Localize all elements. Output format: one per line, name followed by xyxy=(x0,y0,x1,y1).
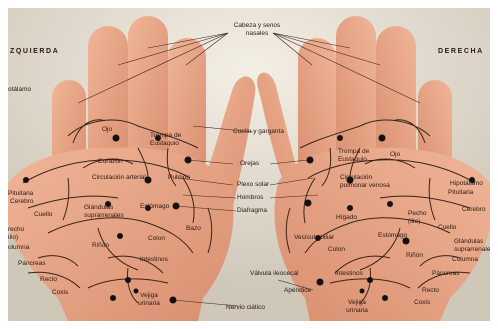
label-apendice: Apéndice xyxy=(284,287,311,295)
label-ojo-right: Ojo xyxy=(390,151,400,159)
label-colon-right: Colon xyxy=(328,246,345,254)
label-corazon: Corazón xyxy=(98,158,123,166)
label-cerebro-right: Cerebro xyxy=(462,206,485,214)
label-bazo: Bazo xyxy=(186,225,201,233)
label-recto-left: Recto xyxy=(40,276,57,284)
label-coxis-right: Coxis xyxy=(414,299,430,307)
label-higado: Hígado xyxy=(336,214,357,222)
label-valvula: Válvula ileocecal xyxy=(250,270,298,278)
label-talamo-left: otálamo xyxy=(8,86,31,94)
label-cuello-garganta: Cuello y garganta xyxy=(233,128,284,136)
label-hombros: Hombros xyxy=(237,194,263,202)
label-cabeza-senos: Cabeza y senos nasales xyxy=(230,22,284,37)
label-pecho-right: Pecho (ilio) xyxy=(408,210,430,225)
label-cuello-right: Cuello xyxy=(438,224,456,232)
label-colon-left: Colon xyxy=(148,235,165,243)
label-cuello-left: Cuello xyxy=(34,211,52,219)
label-estomago-left: Estómago xyxy=(140,203,169,211)
label-estomago-right: Estómago xyxy=(378,232,407,240)
label-ilio-left: ilio) xyxy=(8,234,18,242)
label-trompa-left: Trompa de Eustaquio xyxy=(150,132,190,147)
label-intestinos-left: Intestinos xyxy=(140,256,168,264)
label-columna-right: Columna xyxy=(452,256,478,264)
label-recto-right: Recto xyxy=(422,287,439,295)
left-hand-title: ZQUIERDA xyxy=(10,48,59,55)
label-ojo-left: Ojo xyxy=(102,126,112,134)
label-pancreas-left: Páncreas xyxy=(18,260,45,268)
label-rinon-right: Riñón xyxy=(406,252,423,260)
label-recho-left: recho xyxy=(8,226,24,234)
right-hand-title: DERECHA xyxy=(438,48,484,55)
label-pancreas-right: Páncreas xyxy=(432,270,459,278)
label-glandulas-left: Glándulas suprarrenales xyxy=(84,204,130,219)
label-pituitaria-left: Pituitaria xyxy=(8,190,33,198)
label-nervio-ciatico: Nervio ciático xyxy=(226,304,265,312)
label-intestinos-right: Intestinos xyxy=(335,270,363,278)
reflexology-hands-photo: ZQUIERDA DERECHA Cabeza y senos nasales … xyxy=(8,8,490,321)
label-diafragma: Diafragma xyxy=(237,207,267,215)
label-cerebro-left: Cerebro xyxy=(10,198,33,206)
label-columna-left: olumna xyxy=(8,244,29,252)
label-glandulas-right: Glándulas suprarrenales xyxy=(454,238,488,253)
label-circulacion-arterial: Circulación arterial xyxy=(92,174,146,182)
label-orejas: Orejas xyxy=(240,160,259,168)
label-trompa-right: Trompa de Eustaquio xyxy=(338,148,378,163)
label-hipotalamo: Hipotálamo xyxy=(450,180,483,188)
label-plexo-solar: Plexo solar xyxy=(237,181,269,189)
label-vejiga-left: Vejiga urinaria xyxy=(134,292,164,307)
label-coxis-left: Coxis xyxy=(52,289,68,297)
label-pituitaria-right: Pituitaria xyxy=(448,189,473,197)
label-vejiga-right: Vejiga urinaria xyxy=(342,299,372,314)
label-circulacion-venosa: Circulación pulmonar venosa xyxy=(340,174,390,189)
label-vesicula: Vesícula biliar xyxy=(294,234,334,242)
label-pulmon-left: Pulmón xyxy=(168,174,190,182)
label-rinon-left: Riñón xyxy=(92,242,109,250)
